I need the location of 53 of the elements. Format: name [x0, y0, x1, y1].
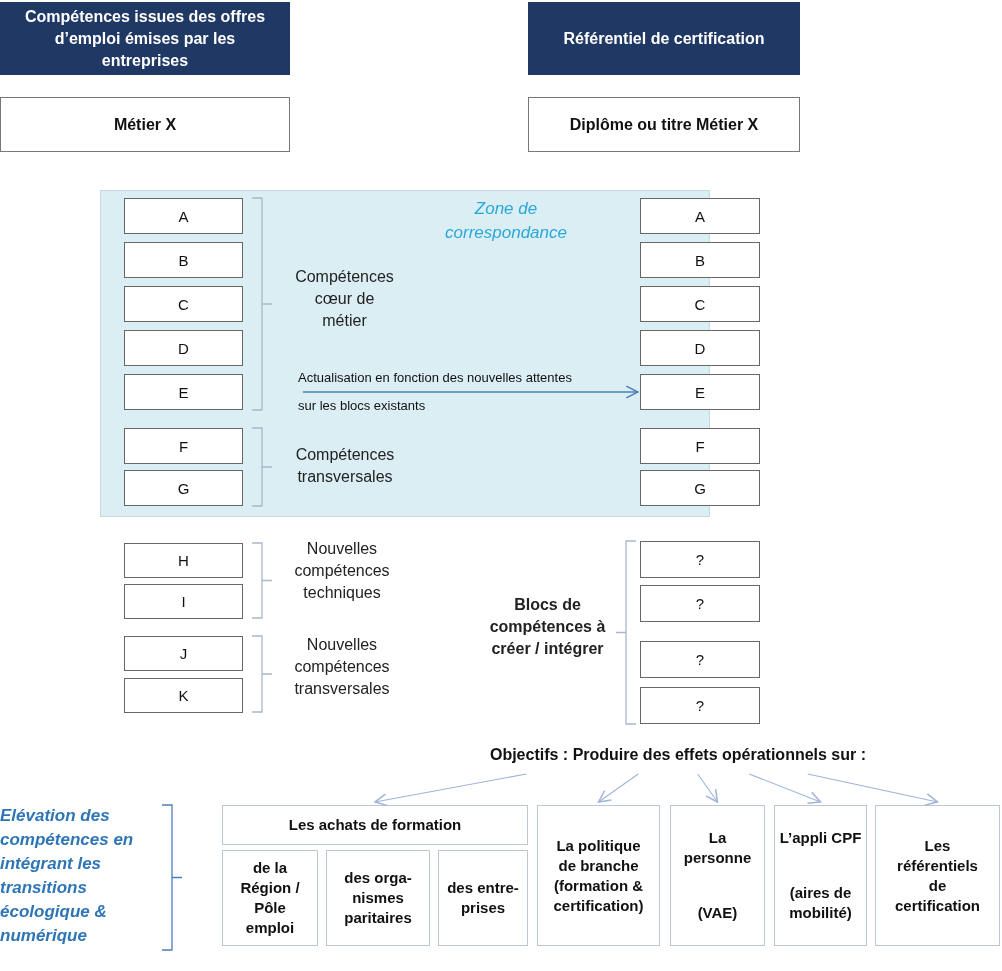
competence-box: ?	[640, 585, 760, 622]
bracket-label: Blocs de compétences à créer / intégrer	[488, 595, 607, 659]
side-note: Elévation des compétences en intégrant les transitions écologique & numérique	[0, 805, 135, 947]
competence-box: F	[124, 428, 243, 464]
category-box: des entre- prises	[438, 850, 528, 946]
box-text: La personne	[682, 827, 753, 868]
category-box: de la Région / Pôle emploi	[222, 850, 318, 946]
header-banner: Référentiel de certification	[528, 2, 800, 75]
bracket-label: Nouvelles compétences techniques	[293, 539, 391, 603]
arrow	[807, 773, 939, 806]
competence-box: F	[640, 428, 760, 464]
competence-box: I	[124, 584, 243, 619]
competence-box: ?	[640, 687, 760, 724]
arrow	[697, 773, 719, 803]
category-box	[774, 805, 867, 946]
competence-box: G	[124, 470, 243, 506]
arrow	[748, 773, 822, 804]
box-text: (VAE)	[697, 903, 738, 924]
arrow	[597, 773, 639, 803]
box-text: L’appli CPF	[779, 827, 862, 848]
competence-box: D	[124, 330, 243, 366]
competence-box: D	[640, 330, 760, 366]
bracket-label: Compétences cœur de métier	[294, 267, 395, 331]
arrow	[374, 773, 528, 807]
header-banner: Compétences issues des offres d’emploi émises par les entreprises	[0, 2, 290, 75]
competence-box: E	[640, 374, 760, 410]
competence-box: ?	[640, 641, 760, 678]
competence-box: B	[640, 242, 760, 278]
bracket-label: Compétences transversales	[294, 445, 396, 487]
competence-box: H	[124, 543, 243, 578]
edge-label: Actualisation en fonction des nouvelles attentes sur les blocs existants	[298, 369, 573, 415]
competence-box: C	[124, 286, 243, 322]
competence-box: E	[124, 374, 243, 410]
arrow	[302, 385, 639, 399]
title-box: Métier X	[0, 97, 290, 152]
category-box	[670, 805, 765, 946]
box-text: (aires de mobilité)	[788, 883, 853, 924]
competence-box: A	[124, 198, 243, 234]
competence-box: A	[640, 198, 760, 234]
competence-box: J	[124, 636, 243, 671]
category-box: La politique de branche (formation & certification)	[537, 805, 660, 946]
competence-box: B	[124, 242, 243, 278]
bracket-label: Nouvelles compétences transversales	[293, 635, 391, 699]
title-box: Diplôme ou titre Métier X	[528, 97, 800, 152]
zone-title: Zone de correspondance	[444, 198, 568, 244]
competence-box: C	[640, 286, 760, 322]
category-box: des orga- nismes paritaires	[326, 850, 430, 946]
category-box: Les référentiels de certification	[875, 805, 1000, 946]
competence-box: ?	[640, 541, 760, 578]
category-box: Les achats de formation	[222, 805, 528, 845]
competence-box: K	[124, 678, 243, 713]
objective-heading: Objectifs : Produire des effets opérationnels sur :	[428, 742, 928, 768]
competence-box: G	[640, 470, 760, 506]
